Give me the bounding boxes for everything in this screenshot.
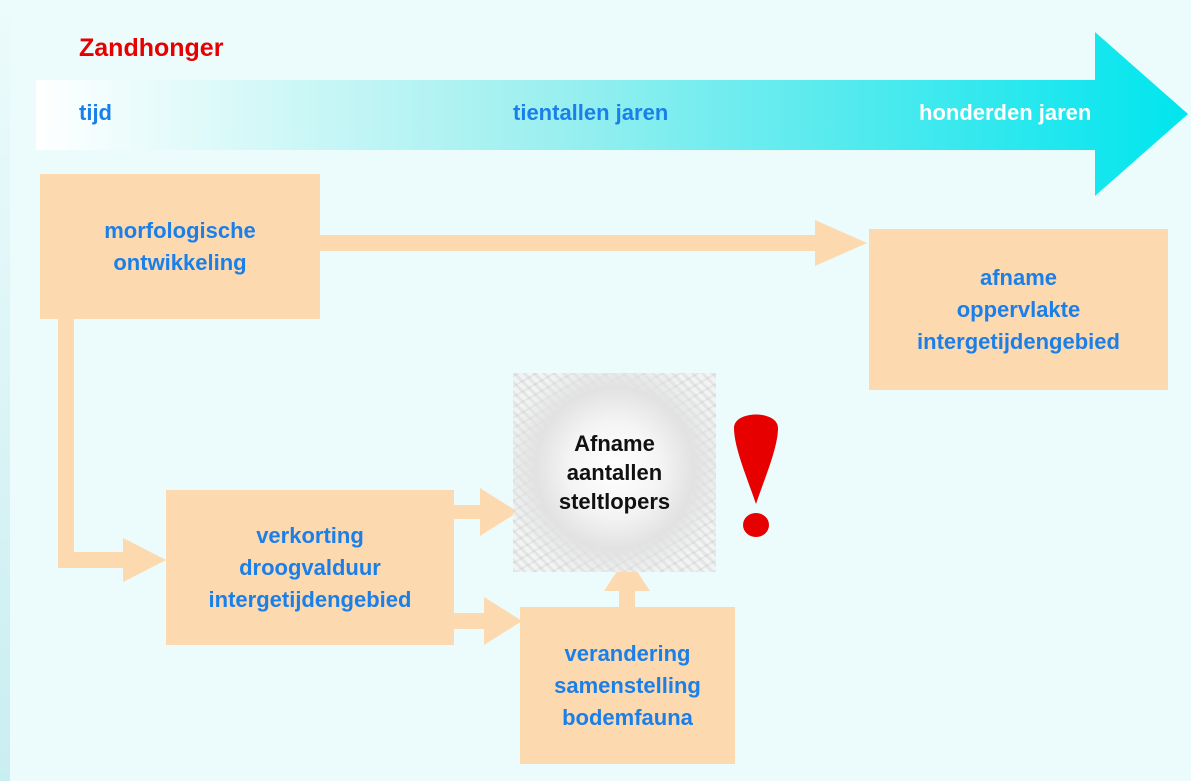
arrow-verkorting-to-steltlopers (454, 488, 518, 536)
timeline-label-start: tijd (79, 100, 112, 125)
box-afname-steltlopers-label: Afname aantallen steltlopers (558, 431, 671, 514)
arrow-verkorting-to-verandering (454, 597, 522, 645)
timeline-arrow (36, 32, 1188, 196)
box-afname-steltlopers: Afname aantallen steltlopers (513, 373, 716, 572)
box-verandering-label: verandering samenstelling bodemfauna (554, 640, 701, 730)
box-morfologische-label: morfologische ontwikkeling (104, 217, 256, 275)
box-morfologische-ontwikkeling: morfologische ontwikkeling (40, 174, 320, 319)
box-verandering-bodemfauna: verandering samenstelling bodemfauna (520, 607, 735, 764)
arrow-morfologische-to-afname (320, 220, 867, 266)
arrow-morfologische-to-verkorting (58, 318, 166, 582)
timeline-label-end: honderden jaren (919, 100, 1092, 125)
box-afname-oppervlakte-label: afname oppervlakte intergetijdengebied (917, 264, 1120, 354)
box-afname-oppervlakte: afname oppervlakte intergetijdengebied (869, 229, 1168, 390)
exclamation-icon (734, 414, 778, 537)
arrow-verandering-to-steltlopers (604, 556, 650, 608)
box-verkorting-droogvalduur: verkorting droogvalduur intergetijdengeb… (166, 490, 454, 645)
timeline-label-mid: tientallen jaren (513, 100, 669, 125)
box-verkorting-label: verkorting droogvalduur intergetijdengeb… (208, 522, 412, 612)
slide-left-edge (0, 0, 10, 781)
slide-title: Zandhonger (79, 34, 224, 62)
